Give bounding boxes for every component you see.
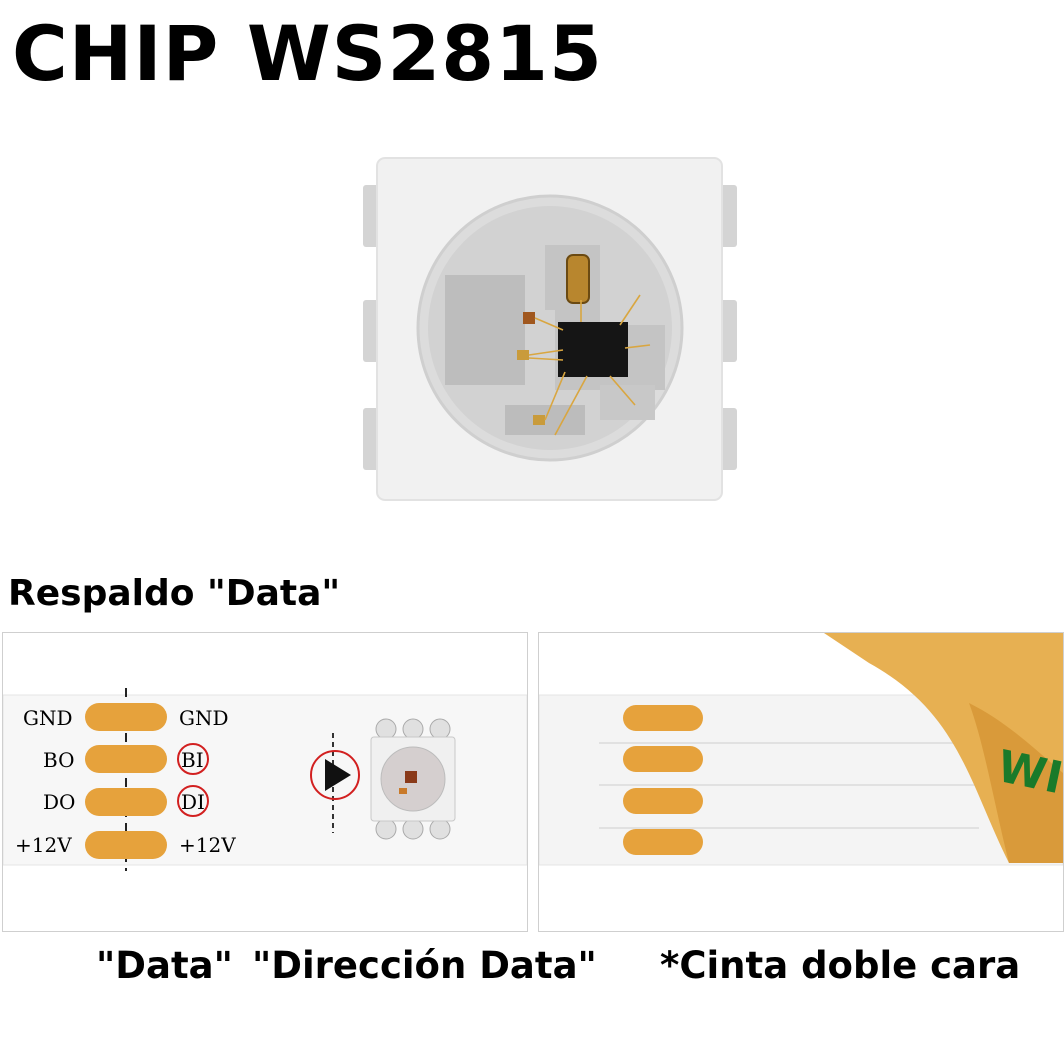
caption-direction: "Dirección Data" xyxy=(252,944,597,987)
caption-data: "Data" xyxy=(96,944,233,987)
data-direction-arrow-icon xyxy=(325,759,351,791)
pin-label-left: BO xyxy=(43,748,74,772)
pin-label-right: GND xyxy=(179,706,229,730)
pin-label-left: DO xyxy=(43,790,75,814)
direction-highlight-circle xyxy=(310,750,360,800)
copper-pads xyxy=(85,703,167,859)
pin-label-left: +12V xyxy=(15,833,72,857)
mini-led-chip xyxy=(370,718,456,840)
pin-label-right: +12V xyxy=(179,833,236,857)
section-subtitle: Respaldo "Data" xyxy=(8,573,341,614)
pin-label-right: BI xyxy=(181,748,204,772)
strip-back-panel: WI xyxy=(538,632,1064,932)
pin-label-left: GND xyxy=(23,706,73,730)
caption-tape: *Cinta doble cara xyxy=(660,944,1021,987)
page-title: CHIP WS2815 xyxy=(12,9,603,98)
pin-label-right: DI xyxy=(181,790,205,814)
ws2815-chip-image xyxy=(363,157,737,501)
strip-front-panel: GND BO DO +12V GND BI DI +12V xyxy=(2,632,528,932)
copper-pads xyxy=(623,705,703,855)
